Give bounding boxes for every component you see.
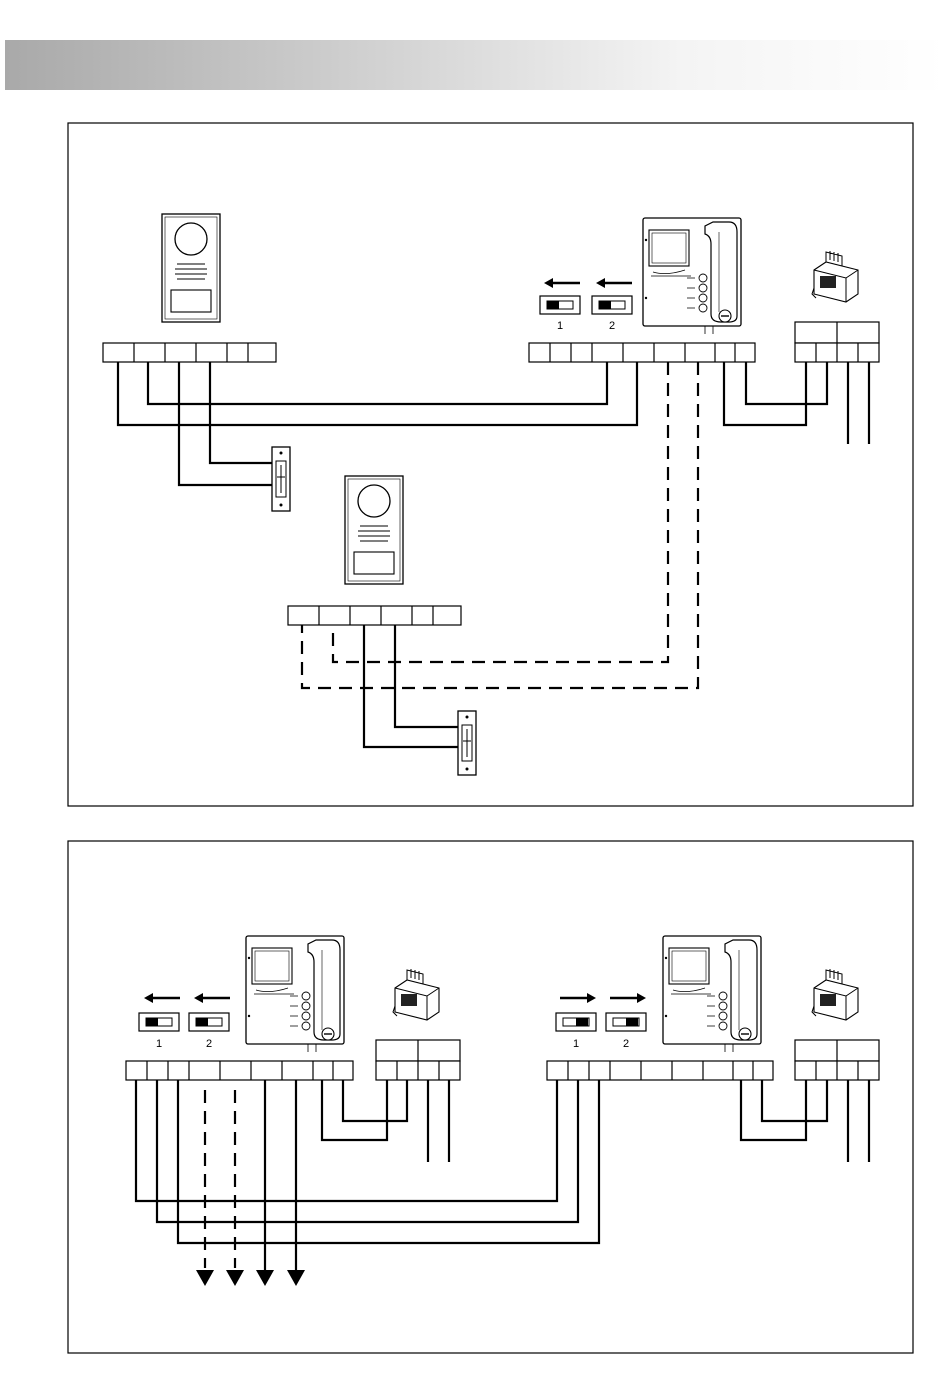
down-arrow-icon — [287, 1270, 305, 1286]
switch-1-label: 1 — [557, 320, 563, 332]
monitor-bottom-right — [663, 936, 761, 1052]
down-arrow-icon — [226, 1270, 244, 1286]
switch-2-label: 2 — [609, 320, 615, 332]
lock-top — [272, 447, 290, 511]
terminal-block-bottom-right — [547, 1061, 773, 1080]
switch-1-top: 1 — [540, 278, 580, 332]
terminal-block-psu-bottom-left — [376, 1040, 460, 1080]
switch-2-bottom-right: 2 — [606, 993, 646, 1050]
switch-1-bottom-left: 1 — [139, 993, 180, 1050]
switch-1-bottom-left-label: 1 — [156, 1038, 162, 1050]
wires-bottom-solid — [136, 1080, 869, 1270]
wires-bottom-dashed — [205, 1090, 235, 1268]
switch-1-bottom-right-label: 1 — [573, 1038, 579, 1050]
terminal-block-monitor-top — [529, 343, 755, 362]
switch-2-bottom-left: 2 — [189, 993, 230, 1050]
switch-1-bottom-right: 1 — [556, 993, 596, 1050]
terminal-block-bottom-left — [126, 1061, 353, 1080]
lock-mid — [458, 711, 476, 775]
down-arrow-icon — [256, 1270, 274, 1286]
monitor-top — [643, 218, 741, 334]
down-arrow-icon — [196, 1270, 214, 1286]
switch-2-top: 2 — [592, 278, 632, 332]
power-supply-bottom-right — [812, 969, 858, 1020]
down-arrow-icons — [196, 1270, 305, 1286]
lower-diagram-frame — [68, 841, 913, 1353]
wires-top-solid — [118, 362, 869, 747]
switch-2-bottom-left-label: 2 — [206, 1038, 212, 1050]
switch-2-bottom-right-label: 2 — [623, 1038, 629, 1050]
power-supply-bottom-left — [393, 969, 439, 1020]
terminal-block-psu-bottom-right — [795, 1040, 879, 1080]
terminal-block-door-top — [103, 343, 276, 362]
terminal-block-door-mid — [288, 606, 461, 625]
power-supply-top — [812, 251, 858, 302]
monitor-bottom-left — [246, 936, 344, 1052]
door-panel-mid — [345, 476, 403, 584]
terminal-block-psu-top — [795, 322, 879, 362]
door-panel-top — [162, 214, 220, 322]
